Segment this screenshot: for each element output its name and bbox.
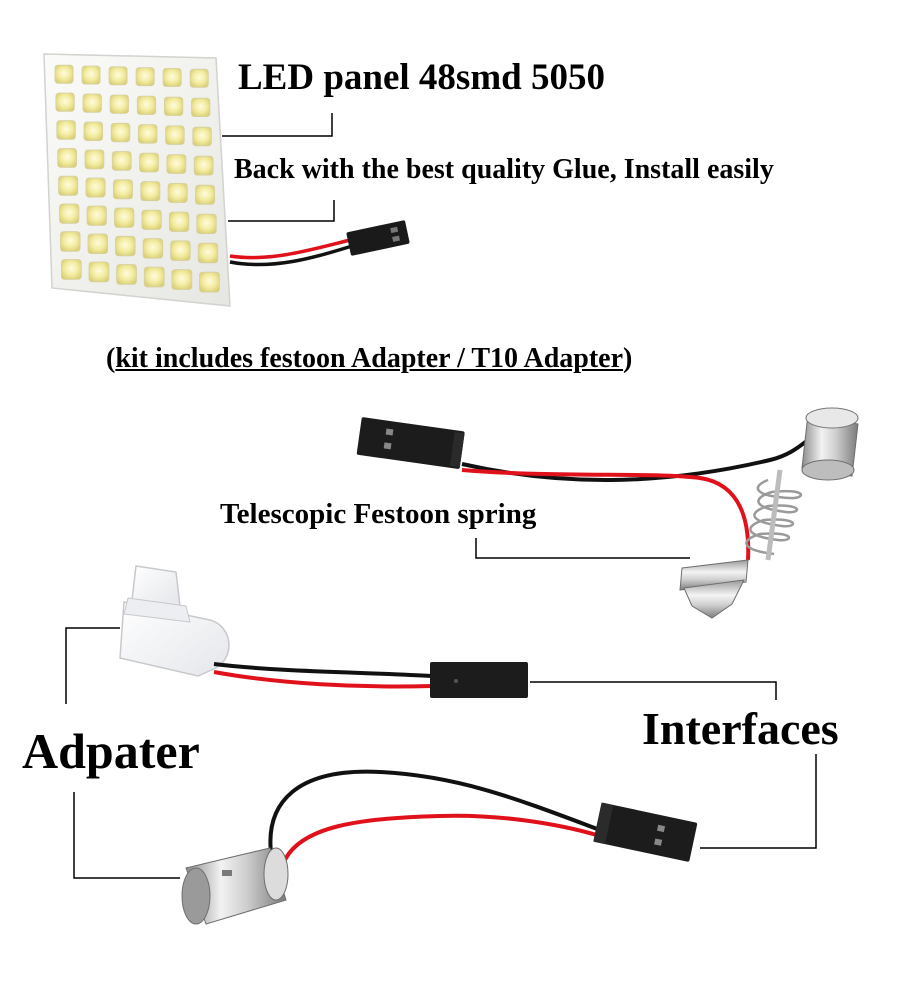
smd-led-chip xyxy=(195,184,216,205)
led-panel-plug xyxy=(346,220,410,256)
telescopic-spring xyxy=(745,469,803,561)
smd-led-chip xyxy=(113,179,133,200)
kit-close-paren: ) xyxy=(623,343,633,374)
smd-led-chip xyxy=(116,264,137,285)
smd-led-chip xyxy=(136,95,157,115)
t10-connector xyxy=(430,662,528,698)
smd-led-chip xyxy=(192,126,212,147)
smd-led-chip xyxy=(168,211,190,232)
festoon-connector xyxy=(356,417,465,469)
smd-led-chip xyxy=(140,181,161,202)
led-panel xyxy=(43,53,231,307)
interfaces-leader-line-top xyxy=(530,681,777,700)
smd-led-chip xyxy=(170,240,191,261)
smd-led-chip xyxy=(110,122,131,143)
kit-includes-note: (kit includes festoon Adapter / T10 Adap… xyxy=(106,343,632,375)
smd-led-chip xyxy=(162,68,182,87)
subtitle-leader-line xyxy=(228,200,335,222)
smd-led-chip xyxy=(141,209,162,230)
smd-led-chip xyxy=(57,148,78,168)
smd-led-chip xyxy=(108,66,128,86)
kit-includes-text: kit includes festoon Adapter / T10 Adapt… xyxy=(115,343,624,374)
adapter-leader-line-top xyxy=(65,627,120,704)
subtitle-glue: Back with the best quality Glue, Install… xyxy=(234,154,774,185)
label-telescopic-spring: Telescopic Festoon spring xyxy=(220,498,537,530)
smd-led-chip xyxy=(88,261,110,283)
ba9s-connector xyxy=(593,802,698,862)
festoon-bottom-cap xyxy=(679,559,749,619)
kit-open-paren: ( xyxy=(106,343,116,374)
title-led-panel: LED panel 48smd 5050 xyxy=(238,57,605,98)
label-adapter: Adpater xyxy=(22,723,200,779)
led-panel-wire xyxy=(229,238,353,267)
smd-led-chip xyxy=(87,233,109,255)
smd-led-chip xyxy=(189,68,209,88)
smd-led-chip xyxy=(163,96,184,116)
ba9s-base xyxy=(181,847,289,925)
smd-led-chip xyxy=(84,149,105,170)
adapter-leader-line-bottom xyxy=(73,792,180,879)
smd-led-chip xyxy=(191,97,211,117)
smd-led-chip xyxy=(167,182,188,203)
smd-led-chip xyxy=(81,65,101,85)
smd-led-chip xyxy=(55,92,75,112)
smd-led-chip xyxy=(111,151,132,171)
smd-led-chip xyxy=(199,271,220,293)
smd-led-chip xyxy=(142,238,164,259)
smd-led-chip xyxy=(137,124,158,144)
smd-led-chip xyxy=(54,64,74,84)
smd-led-chip xyxy=(83,121,104,142)
smd-led-chip xyxy=(60,231,81,252)
smd-led-chip xyxy=(115,235,136,257)
smd-led-chip xyxy=(61,259,82,280)
label-interfaces: Interfaces xyxy=(642,703,839,754)
smd-led-chip xyxy=(139,152,159,173)
interfaces-leader-line-bottom xyxy=(700,754,817,849)
title-leader-line xyxy=(222,113,333,137)
smd-led-chip xyxy=(58,175,79,196)
smd-led-chip xyxy=(56,120,76,140)
t10-adapter-base xyxy=(119,565,230,677)
smd-led-chip xyxy=(196,213,217,234)
smd-led-chip xyxy=(109,94,129,114)
smd-led-chip xyxy=(143,266,165,288)
smd-led-chip xyxy=(165,125,185,145)
led-grid xyxy=(54,64,220,293)
smd-led-chip xyxy=(171,269,193,290)
ba9s-wires xyxy=(268,769,601,863)
smd-led-chip xyxy=(114,207,135,228)
smd-led-chip xyxy=(82,93,102,113)
festoon-wires xyxy=(461,438,810,561)
t10-wires xyxy=(213,662,433,689)
smd-led-chip xyxy=(197,242,219,264)
smd-led-chip xyxy=(166,154,187,174)
smd-led-chip xyxy=(85,177,106,198)
smd-led-chip xyxy=(193,155,214,176)
smd-led-chip xyxy=(135,67,155,87)
spring-leader-line xyxy=(475,538,690,559)
festoon-top-cap xyxy=(801,407,859,481)
smd-led-chip xyxy=(86,205,107,226)
smd-led-chip xyxy=(59,203,80,224)
